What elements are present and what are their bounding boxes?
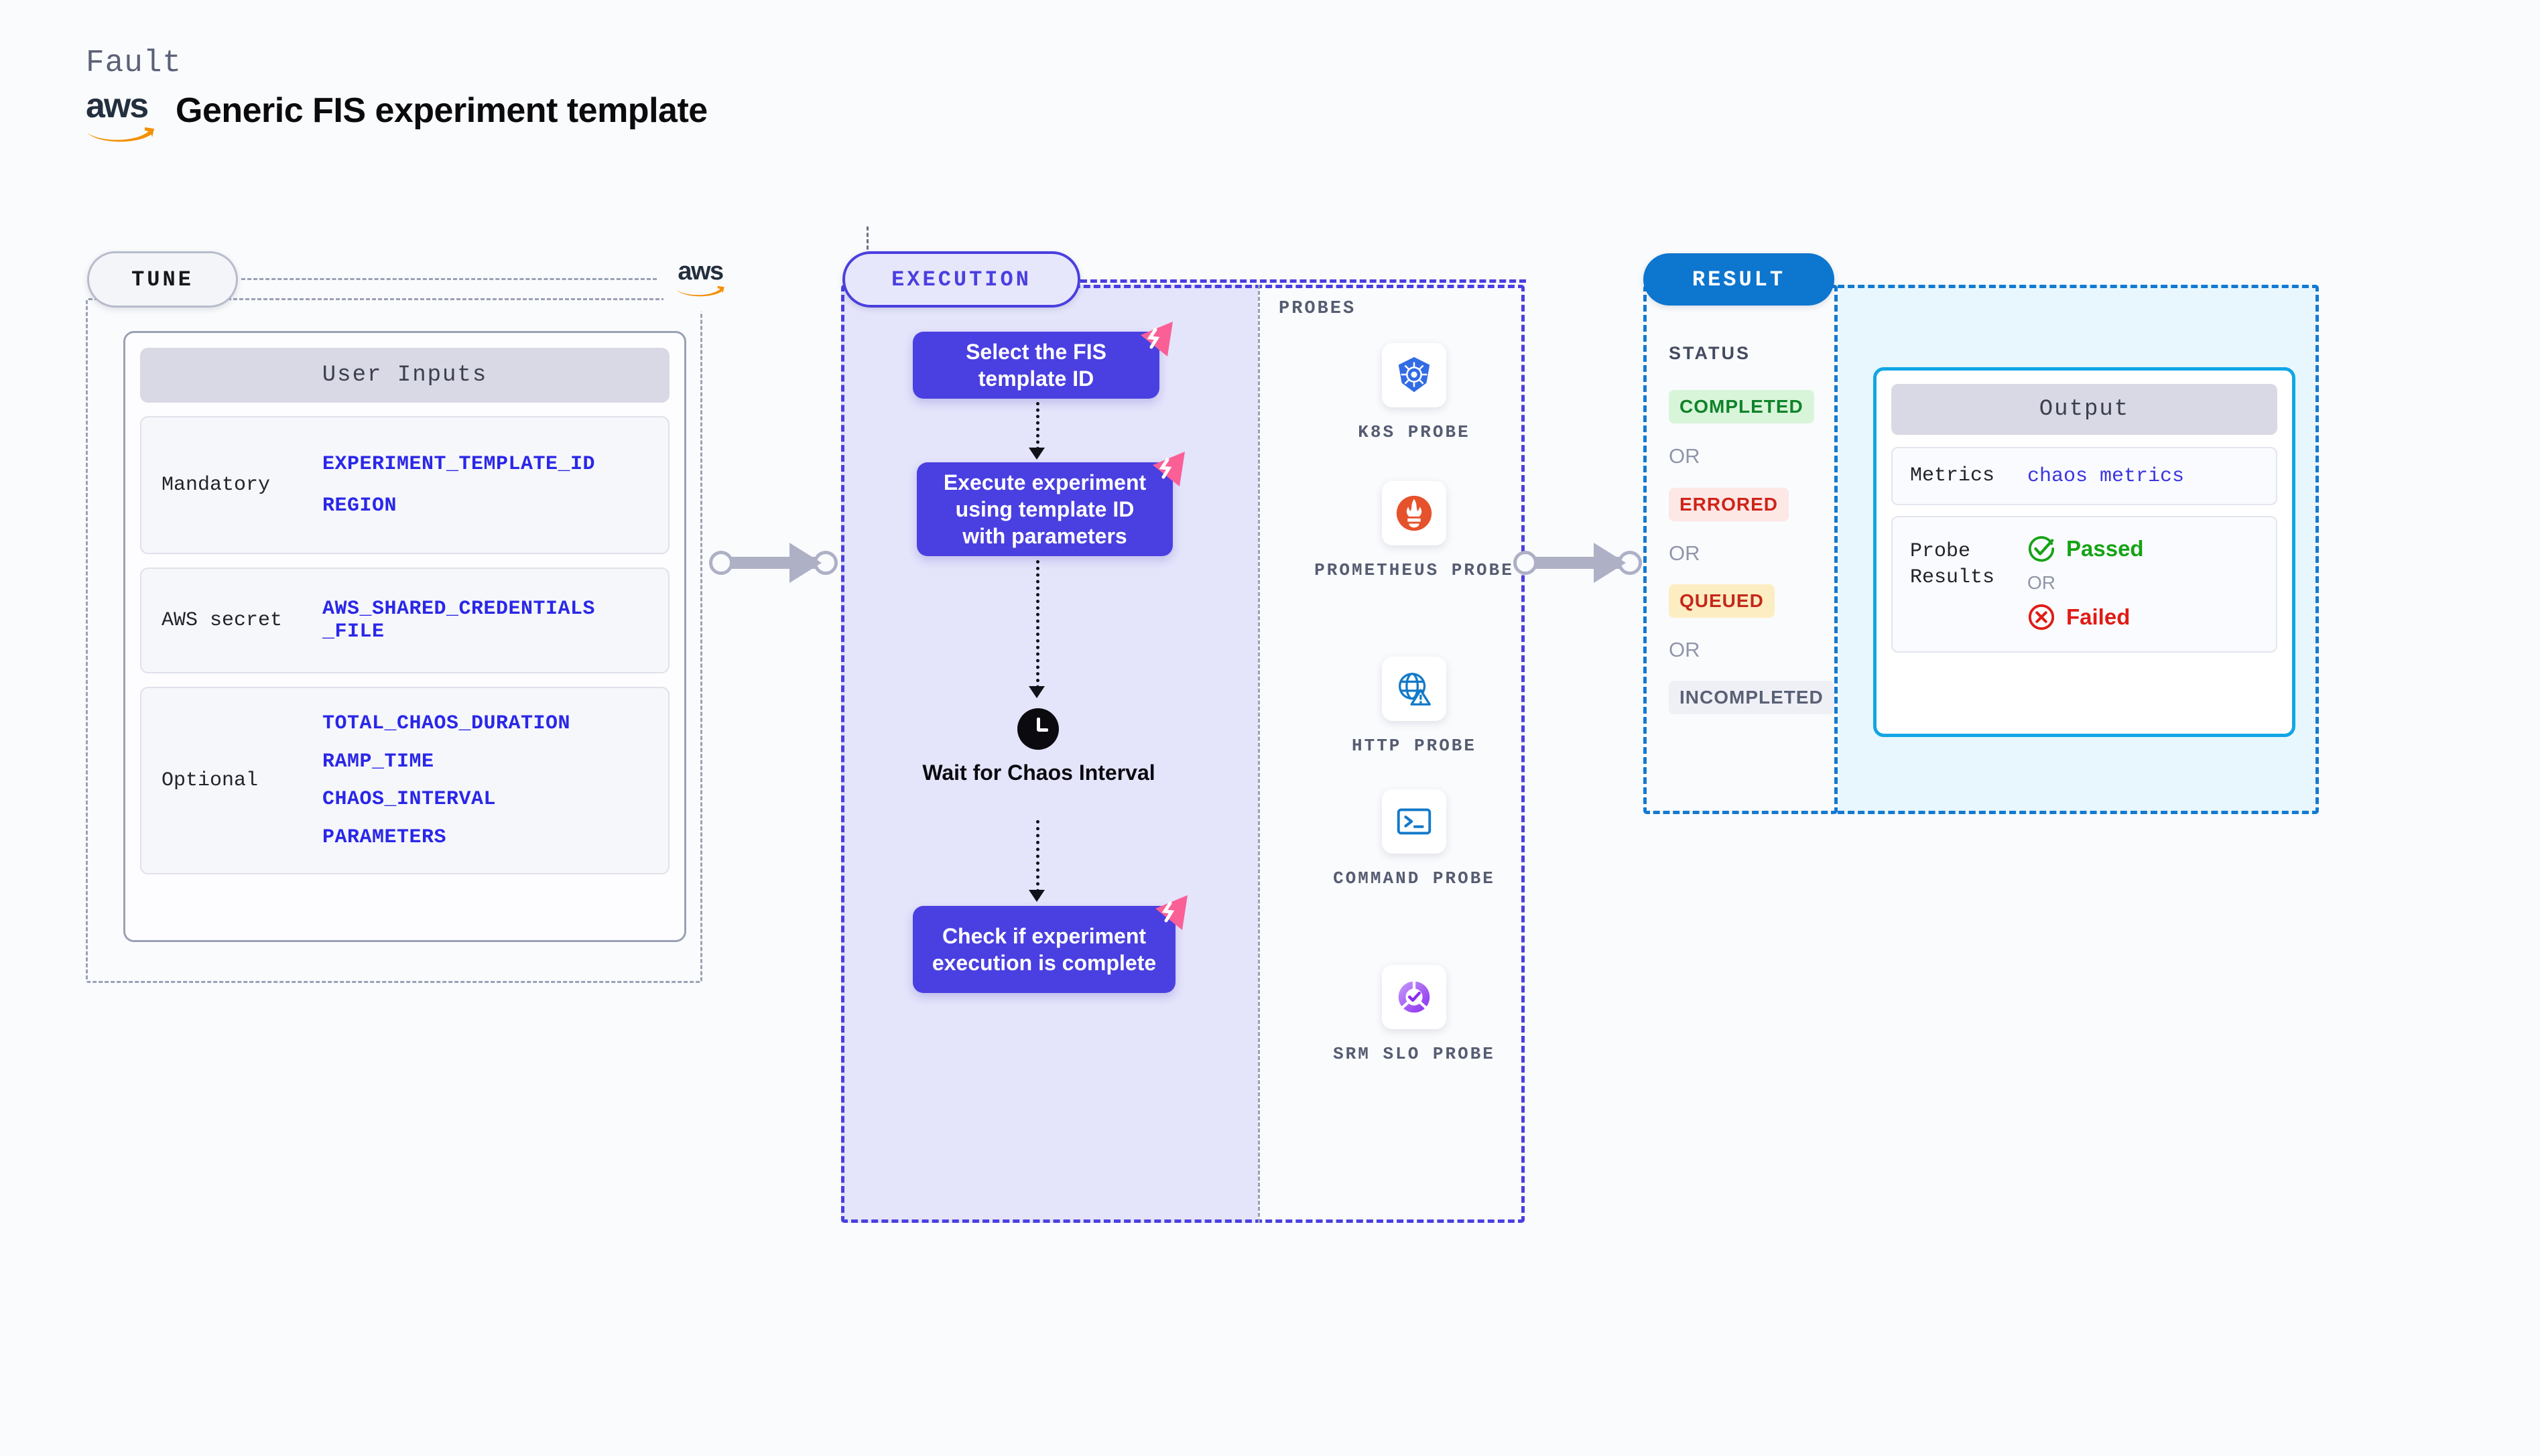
input-row-mandatory: Mandatory EXPERIMENT_TEMPLATE_ID REGION: [140, 416, 670, 554]
or-separator: OR: [2027, 572, 2055, 593]
verdict-failed: Failed: [2027, 603, 2144, 631]
input-value: AWS_SHARED_CREDENTIALS _FILE: [322, 597, 596, 644]
or-separator: OR: [1669, 444, 1700, 468]
status-badge-errored: ERRORED: [1669, 488, 1789, 521]
aws-logo: aws: [86, 86, 155, 142]
probe-prometheus[interactable]: PROMETHEUS PROBE: [1314, 481, 1515, 582]
check-circle-icon: [2028, 536, 2055, 562]
probe-label: PROMETHEUS PROBE: [1314, 560, 1514, 580]
input-row-key: Optional: [162, 769, 259, 792]
metrics-label: Metrics: [1910, 464, 1995, 487]
status-badge-incompleted: INCOMPLETED: [1669, 681, 1834, 714]
kubernetes-icon: [1382, 343, 1446, 407]
connector-2-arrowhead: [1029, 686, 1045, 698]
execution-step-label: Execute experiment using template ID wit…: [943, 470, 1147, 548]
probe-results-row: Probe Results Passed OR Failed: [1891, 516, 2277, 653]
tune-stage-label[interactable]: TUNE: [87, 251, 238, 308]
metrics-value: chaos metrics: [2027, 464, 2185, 488]
failed-label: Failed: [2066, 604, 2131, 629]
or-separator: OR: [1669, 638, 1700, 661]
aws-logo-text: aws: [86, 86, 149, 125]
probe-label: SRM SLO PROBE: [1333, 1044, 1495, 1064]
execution-step-1[interactable]: Select the FIS template ID: [913, 332, 1159, 399]
probe-label: HTTP PROBE: [1351, 736, 1477, 756]
aws-smile-icon: [87, 127, 154, 142]
input-value: EXPERIMENT_TEMPLATE_ID: [322, 452, 596, 476]
probe-http[interactable]: HTTP PROBE: [1314, 657, 1515, 758]
input-row-key: Mandatory: [162, 473, 271, 497]
execution-step-label: Select the FIS template ID: [966, 340, 1106, 391]
tune-panel: [86, 298, 702, 983]
connector-3-arrowhead: [1029, 890, 1045, 902]
connector-1: [1036, 402, 1039, 450]
probe-k8s[interactable]: K8S PROBE: [1314, 343, 1515, 444]
execution-step-3[interactable]: Check if experiment execution is complet…: [913, 906, 1176, 993]
input-value: PARAMETERS: [322, 825, 447, 849]
status-caption: STATUS: [1669, 343, 1751, 363]
execution-inner-background: [841, 285, 1258, 1223]
aws-badge-text: aws: [678, 257, 724, 285]
aws-smile-icon: [676, 285, 724, 297]
arrow-execution-to-result: [1513, 543, 1647, 583]
result-status-region: [1643, 285, 1838, 814]
arrow-tune-to-execution: [709, 543, 843, 583]
probe-command[interactable]: COMMAND PROBE: [1314, 789, 1515, 890]
input-value: CHAOS_INTERVAL: [322, 788, 497, 811]
input-value: REGION: [322, 494, 397, 517]
status-badge-completed: COMPLETED: [1669, 390, 1814, 423]
input-value: TOTAL_CHAOS_DURATION: [322, 712, 571, 735]
execution-connector-line: [1080, 279, 1526, 283]
metrics-row: Metrics chaos metrics: [1891, 447, 2277, 505]
page-title: Generic FIS experiment template: [176, 91, 708, 130]
passed-label: Passed: [2066, 536, 2144, 561]
output-title: Output: [1891, 384, 2277, 435]
result-stage-label[interactable]: RESULT: [1643, 253, 1834, 306]
execution-panel: [841, 285, 1525, 1223]
execution-stage-label[interactable]: EXECUTION: [842, 251, 1080, 308]
probe-srm-slo[interactable]: SRM SLO PROBE: [1314, 965, 1515, 1066]
clock-icon: [1017, 708, 1059, 750]
tune-connector-line: [241, 278, 657, 280]
page-header: Fault aws Generic FIS experiment templat…: [86, 46, 708, 142]
status-badge-queued: QUEUED: [1669, 584, 1775, 618]
probes-subpanel: [1258, 285, 1525, 1223]
aws-logo-badge: aws: [663, 245, 737, 312]
user-inputs-title: User Inputs: [140, 348, 670, 403]
verdict-passed: Passed: [2027, 535, 2144, 563]
eyebrow-label: Fault: [86, 46, 182, 80]
user-inputs-card: User Inputs Mandatory EXPERIMENT_TEMPLAT…: [123, 331, 686, 942]
probe-label: K8S PROBE: [1358, 422, 1470, 442]
x-circle-icon: [2028, 604, 2055, 631]
input-row-key: AWS secret: [162, 608, 283, 632]
connector-2: [1036, 560, 1039, 689]
input-row-optional: Optional TOTAL_CHAOS_DURATION RAMP_TIME …: [140, 687, 670, 874]
connector-3: [1036, 820, 1039, 892]
connector-1-arrowhead: [1029, 448, 1045, 460]
probes-caption: PROBES: [1279, 299, 1356, 319]
http-globe-icon: [1382, 657, 1446, 721]
or-separator: OR: [1669, 541, 1700, 565]
execution-step-label: Check if experiment execution is complet…: [932, 924, 1157, 975]
output-card: Output Metrics chaos metrics Probe Resul…: [1873, 367, 2295, 737]
prometheus-icon: [1382, 481, 1446, 545]
probe-label: COMMAND PROBE: [1333, 868, 1495, 888]
input-row-aws-secret: AWS secret AWS_SHARED_CREDENTIALS _FILE: [140, 568, 670, 673]
srm-slo-icon: [1382, 965, 1446, 1029]
input-value: RAMP_TIME: [322, 750, 434, 773]
execution-tick-mark: [867, 226, 869, 256]
terminal-icon: [1382, 789, 1446, 854]
wait-for-chaos-interval-label: Wait for Chaos Interval: [922, 760, 1155, 785]
execution-step-2[interactable]: Execute experiment using template ID wit…: [917, 462, 1173, 556]
probe-results-label: Probe Results: [1910, 540, 1995, 589]
